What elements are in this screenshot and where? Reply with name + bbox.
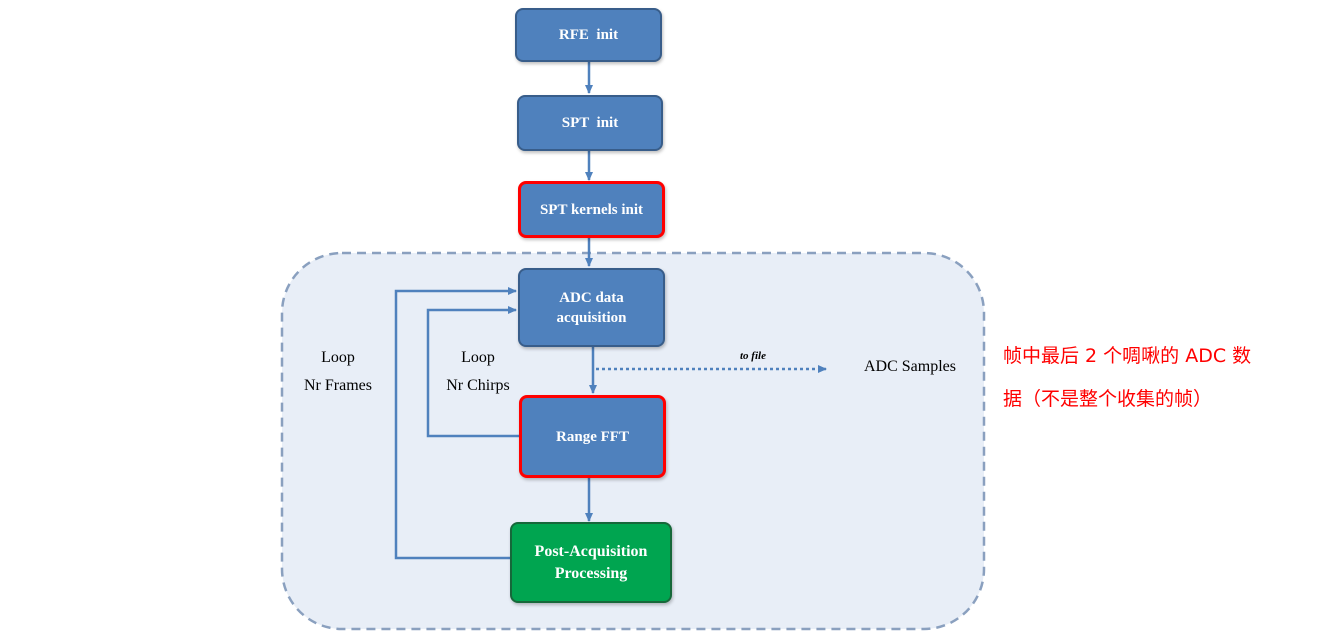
annotation-line2: 据（不是整个收集的帧） [1003, 388, 1213, 410]
spt-init-label: SPT init [561, 115, 619, 131]
adc-samples-label: ADC Samples [864, 358, 956, 375]
post-acquisition-line1: Post-Acquisition [534, 542, 648, 560]
loop-chirps-arrow [426, 306, 519, 438]
adc-acquisition-line1: ADC data [559, 289, 624, 306]
loop-frames-label: Loop Nr Frames [288, 344, 388, 400]
spt-kernels-init-box: SPT kernels init [518, 181, 665, 238]
spt-init-box: SPT init [517, 95, 663, 151]
annotation-note: 帧中最后 2 个啁啾的 ADC 数 据（不是整个收集的帧） [1003, 335, 1325, 421]
loop-chirps-line1: Loop [461, 349, 495, 366]
range-fft-box: Range FFT [519, 395, 666, 478]
loop-frames-arrow [394, 287, 517, 560]
loop-chirps-line2: Nr Chirps [446, 377, 510, 394]
range-fft-label: Range FFT [556, 428, 629, 445]
adc-acquisition-box: ADC data acquisition [518, 268, 665, 347]
rfe-init-box: RFE init [515, 8, 662, 62]
rfe-init-label: RFE init [558, 27, 619, 43]
adc-acquisition-line2: acquisition [556, 309, 627, 326]
post-acquisition-box: Post-Acquisition Processing [510, 522, 672, 603]
annotation-line1: 帧中最后 2 个啁啾的 ADC 数 [1003, 345, 1252, 367]
to-file-label: to file [740, 350, 766, 362]
post-acquisition-line2: Processing [554, 564, 628, 582]
loop-chirps-label: Loop Nr Chirps [428, 344, 528, 400]
loop-frames-line2: Nr Frames [304, 377, 372, 394]
spt-kernels-init-label: SPT kernels init [539, 201, 644, 218]
loop-frames-line1: Loop [321, 349, 355, 366]
